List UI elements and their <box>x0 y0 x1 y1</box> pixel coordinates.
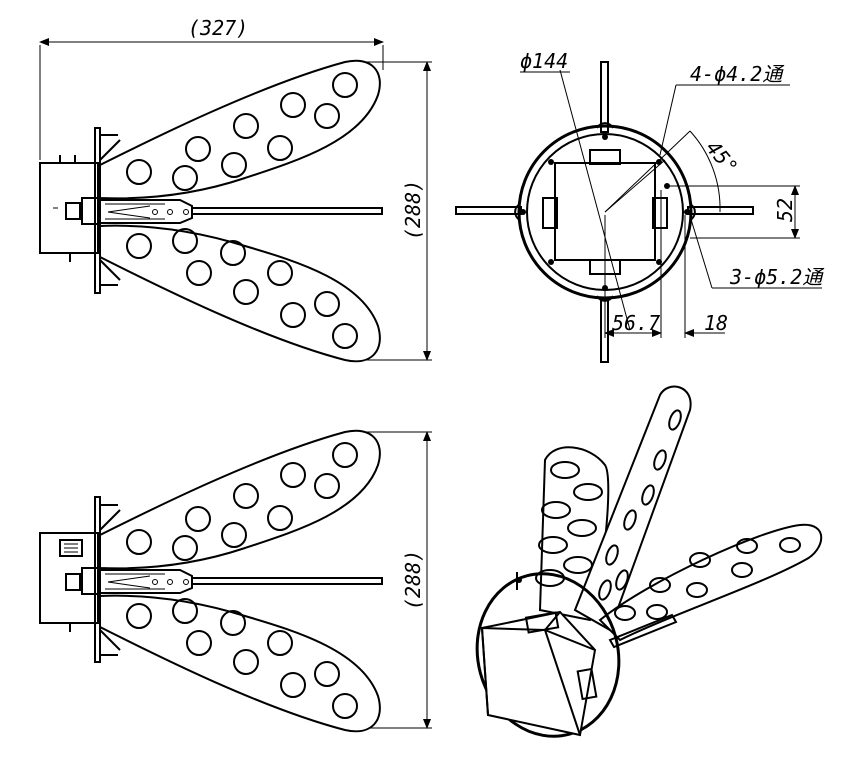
dim-angle-label: 45° <box>701 136 743 179</box>
element-rod <box>191 207 383 215</box>
dim-width-label: (327) <box>188 16 248 40</box>
iso-disc <box>475 572 621 738</box>
dim-height-label-top: (288) <box>401 180 425 240</box>
rod-left <box>455 206 522 215</box>
side-view-top: (327) (288) <box>39 16 432 363</box>
dim-52-label: 52 <box>773 198 797 222</box>
rod-up <box>600 61 609 133</box>
dim-diameter-label: ϕ144 <box>520 49 568 73</box>
dim-side-holes-label: 3-ϕ5.2通 <box>729 265 825 289</box>
motor-box <box>39 162 99 254</box>
dim-height-label-bottom: (288) <box>401 550 425 610</box>
front-view: ϕ144 4-ϕ4.2通 45° 52 3-ϕ5.2通 56.7 18 <box>455 49 825 363</box>
dim-56-7-label: 56.7 <box>612 311 660 335</box>
dim-mount-holes-label: 4-ϕ4.2通 <box>690 62 785 86</box>
upper-wing <box>99 59 381 200</box>
side-view-bottom: (288) <box>39 429 432 733</box>
isometric-view <box>475 385 823 738</box>
dim-18-label: 18 <box>704 311 728 335</box>
motor-box-2 <box>39 532 99 624</box>
lower-wing <box>99 224 381 363</box>
